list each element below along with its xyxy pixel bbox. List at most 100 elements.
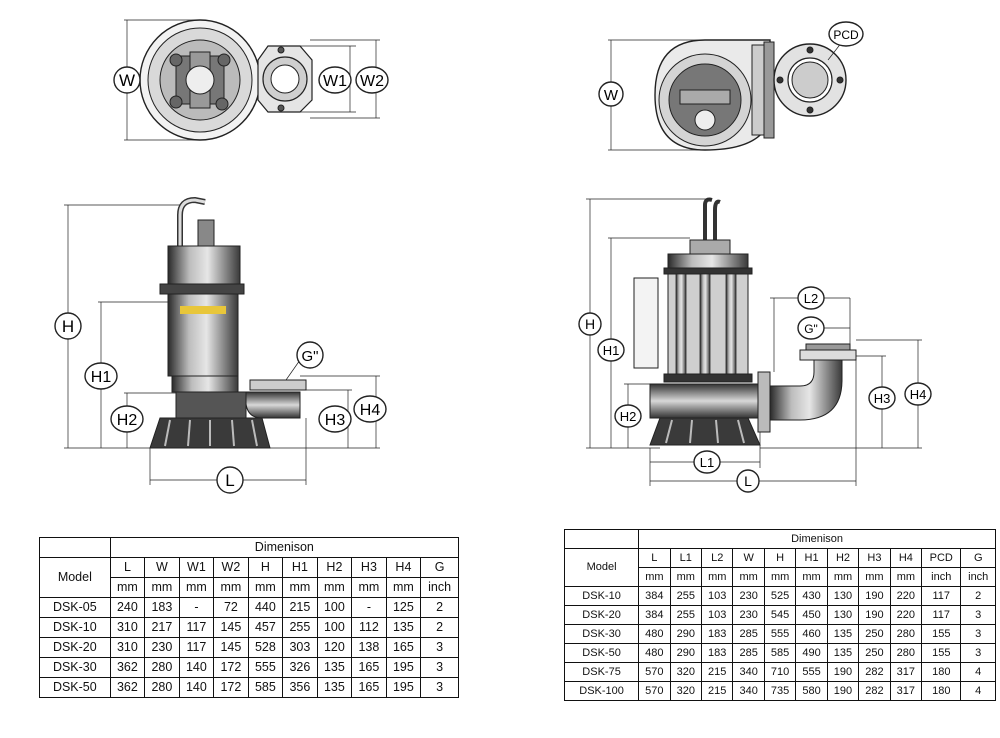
value-cell: 195 <box>385 657 422 678</box>
label-H2-left: H2 <box>110 405 144 433</box>
unit-cell: mm <box>247 577 284 598</box>
value-cell: 282 <box>858 662 891 682</box>
label-L2-right: L2 <box>797 286 825 310</box>
table-title: Dimenison <box>638 529 996 549</box>
model-cell: DSK-75 <box>563 662 640 682</box>
value-cell: 195 <box>385 677 422 698</box>
value-cell: 450 <box>795 605 828 625</box>
unit-cell: mm <box>669 567 703 587</box>
svg-text:G": G" <box>804 322 818 336</box>
value-cell: 480 <box>638 624 671 644</box>
svg-text:PCD: PCD <box>833 28 859 42</box>
value-cell: 326 <box>282 657 318 678</box>
column-header: H4 <box>385 557 422 578</box>
label-H1-left: H1 <box>84 362 118 390</box>
column-header: H2 <box>826 548 860 568</box>
column-header: H2 <box>316 557 353 578</box>
svg-text:H1: H1 <box>603 343 620 358</box>
unit-cell: mm <box>316 577 353 598</box>
value-cell: - <box>351 597 387 618</box>
unit-cell: mm <box>144 577 180 598</box>
value-cell: 112 <box>351 617 387 638</box>
value-cell: 250 <box>858 643 891 663</box>
value-cell: 280 <box>144 677 180 698</box>
svg-text:H4: H4 <box>910 387 927 402</box>
value-cell: 2 <box>960 586 996 606</box>
unit-cell: mm <box>889 567 923 587</box>
column-header: L <box>109 557 146 578</box>
column-header: W1 <box>178 557 215 578</box>
value-cell: 250 <box>858 624 891 644</box>
unit-cell: mm <box>385 577 422 598</box>
value-cell: 217 <box>144 617 180 638</box>
svg-text:H2: H2 <box>117 412 138 429</box>
label-H4-right: H4 <box>904 382 932 406</box>
label-L1-right: L1 <box>693 450 721 474</box>
value-cell: 310 <box>109 617 146 638</box>
svg-text:H3: H3 <box>325 412 346 429</box>
value-cell: 120 <box>316 637 353 658</box>
value-cell: 430 <box>795 586 828 606</box>
value-cell: 172 <box>213 657 249 678</box>
unit-cell: mm <box>178 577 215 598</box>
label-H3-right: H3 <box>868 386 896 410</box>
value-cell: 172 <box>213 677 249 698</box>
value-cell: 585 <box>763 643 797 663</box>
model-cell: DSK-20 <box>39 637 111 658</box>
column-header: W2 <box>213 557 249 578</box>
value-cell: 135 <box>385 617 422 638</box>
value-cell: 2 <box>420 617 459 638</box>
value-cell: 570 <box>638 681 671 701</box>
unit-cell: mm <box>638 567 671 587</box>
column-header: H4 <box>889 548 923 568</box>
value-cell: 362 <box>109 677 146 698</box>
model-cell: DSK-20 <box>563 605 640 625</box>
table-corner <box>563 529 640 549</box>
value-cell: 180 <box>921 662 962 682</box>
value-cell: 100 <box>316 617 353 638</box>
value-cell: 317 <box>889 662 923 682</box>
value-cell: 3 <box>960 624 996 644</box>
model-cell: DSK-05 <box>39 597 111 618</box>
value-cell: - <box>178 597 215 618</box>
value-cell: 320 <box>669 681 703 701</box>
svg-text:H: H <box>62 317 74 336</box>
value-cell: 190 <box>826 662 860 682</box>
value-cell: 356 <box>282 677 318 698</box>
value-cell: 320 <box>669 662 703 682</box>
svg-text:L: L <box>744 473 752 489</box>
model-cell: DSK-50 <box>39 677 111 698</box>
value-cell: 190 <box>858 605 891 625</box>
label-H-left: H <box>54 312 82 340</box>
value-cell: 130 <box>826 605 860 625</box>
value-cell: 384 <box>638 586 671 606</box>
unit-cell: mm <box>109 577 146 598</box>
value-cell: 165 <box>385 637 422 658</box>
value-cell: 155 <box>921 643 962 663</box>
column-header: G <box>960 548 996 568</box>
value-cell: 155 <box>921 624 962 644</box>
svg-text:H3: H3 <box>874 391 891 406</box>
value-cell: 285 <box>732 624 765 644</box>
value-cell: 2 <box>420 597 459 618</box>
value-cell: 340 <box>732 662 765 682</box>
unit-cell: mm <box>351 577 387 598</box>
label-W-right: W <box>598 81 624 107</box>
value-cell: 220 <box>889 586 923 606</box>
column-header: H3 <box>351 557 387 578</box>
value-cell: 190 <box>858 586 891 606</box>
value-cell: 145 <box>213 617 249 638</box>
value-cell: 117 <box>921 586 962 606</box>
value-cell: 215 <box>701 681 734 701</box>
value-cell: 3 <box>960 605 996 625</box>
value-cell: 255 <box>282 617 318 638</box>
value-cell: 117 <box>178 637 215 658</box>
svg-text:W: W <box>604 87 619 104</box>
